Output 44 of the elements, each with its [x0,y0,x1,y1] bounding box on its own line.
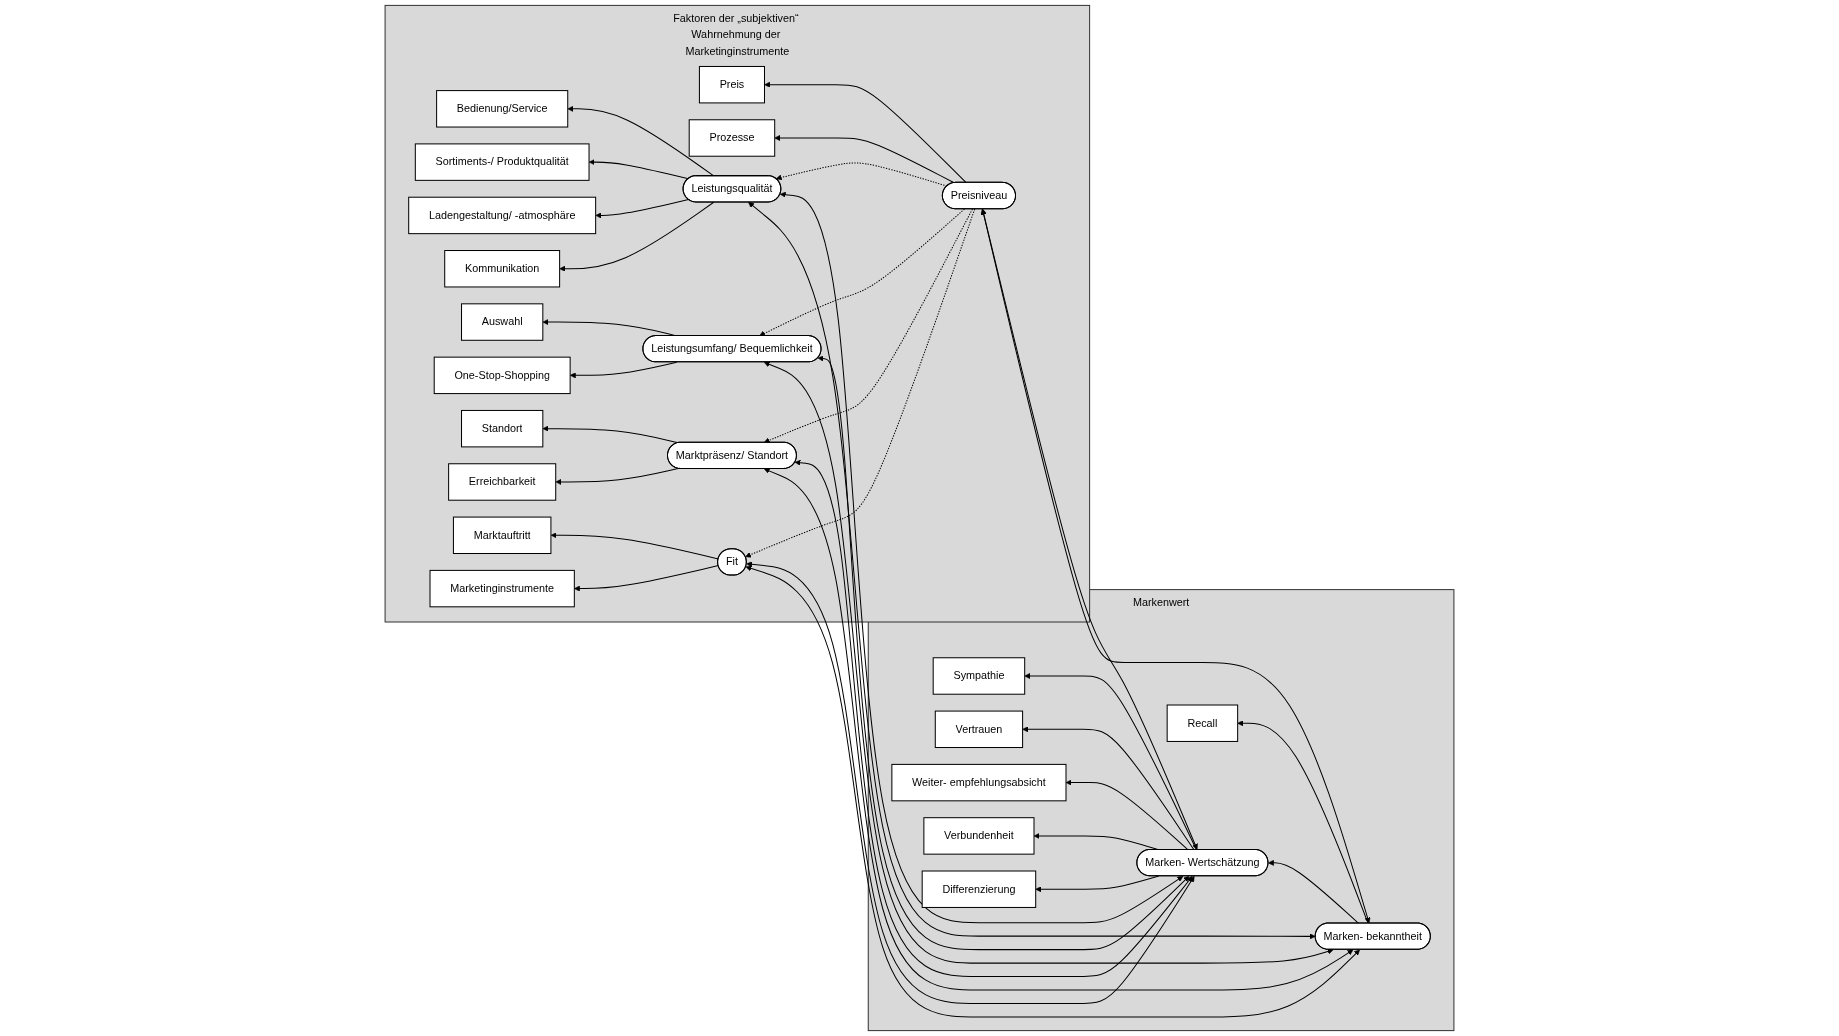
arrow [817,355,1190,951]
node-box: Kommunikation [444,250,561,288]
arrow [764,81,967,184]
node-box: Marketinginstrumente [429,569,575,608]
arrow [794,459,1193,978]
node-box: Marktauftritt [452,516,552,554]
node-box: Differenzierung [921,870,1037,908]
arrow [763,468,1354,991]
arrow [1237,720,1369,924]
node-box: Sympathie [932,657,1026,695]
arrow [763,361,1334,964]
arrow [745,565,1360,1018]
arrow [567,105,715,177]
node-box: Erreichbarkeit [448,463,557,501]
node-box: Weiter- empfehlungsabsicht [891,763,1067,802]
arrow [980,208,1371,924]
node-box: Recall [1166,704,1239,742]
arrow [542,425,679,444]
arrow [1024,673,1197,851]
arrow [550,532,719,560]
node-box: Auswahl [461,303,544,341]
arrow [1022,726,1195,851]
node-box: Preis [698,65,765,104]
arrow [555,468,679,485]
node-box: Ladengestaltung/ -atmosphäre [408,196,597,235]
arrow [759,208,965,337]
arrow [763,208,973,444]
node-box: One-Stop-Shopping [433,356,571,395]
arrow [748,202,1316,940]
node-box: Standort [461,409,544,448]
arrow [1035,875,1160,893]
arrow [595,198,689,219]
arrow [574,565,719,592]
arrow [1268,859,1360,924]
arrow [774,135,955,184]
arrow [779,191,1184,924]
node-box: Vertrauen [934,710,1024,749]
node-box: Verbundenheit [923,817,1035,855]
node-box: Sortiments-/ Produktqualität [414,143,590,181]
arrow [745,208,976,558]
arrow [559,201,715,272]
node-box: Bedienung/Service [436,90,569,128]
node-box: Prozesse [688,119,776,157]
arrow [746,561,1195,1005]
